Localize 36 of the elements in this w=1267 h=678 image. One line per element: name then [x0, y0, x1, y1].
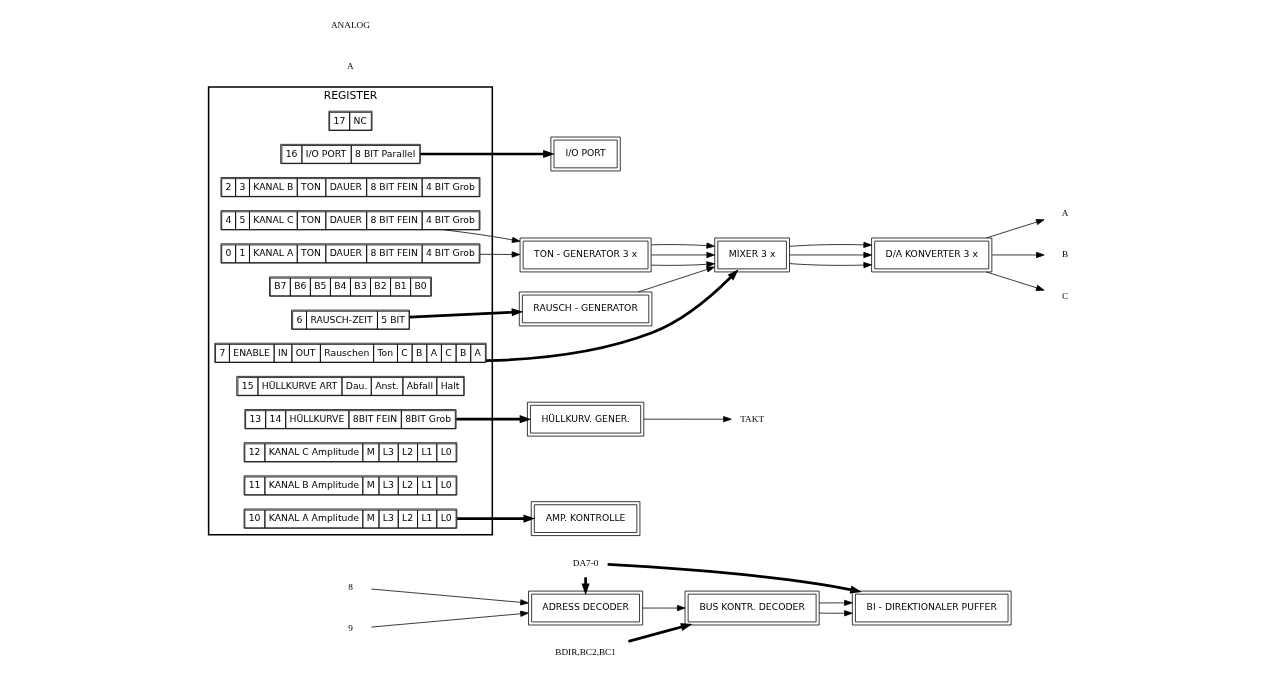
- node-text: B: [1062, 249, 1069, 260]
- node-text: TAKT: [740, 413, 765, 424]
- arrow: [991, 251, 1045, 259]
- arrow: [789, 251, 872, 259]
- arrow: [457, 514, 536, 523]
- arrow: [642, 604, 686, 612]
- node-text: A: [1061, 207, 1069, 218]
- arrow: [818, 599, 853, 606]
- arrow: [370, 610, 529, 628]
- arrow: [986, 271, 1045, 291]
- arrow: [607, 563, 862, 594]
- node-text: 9: [348, 623, 353, 634]
- label: ANALOG: [330, 19, 370, 30]
- arrow: [650, 251, 715, 259]
- arrow: [637, 266, 715, 293]
- arrow: [479, 251, 521, 258]
- node-text: DA7-0: [572, 557, 599, 568]
- node-text: 8: [348, 581, 353, 592]
- arrow: [581, 577, 590, 595]
- arrow: [444, 229, 521, 243]
- arrow: [370, 588, 529, 606]
- arrow: [650, 261, 715, 268]
- arrow: [986, 219, 1045, 239]
- label: A: [347, 61, 354, 72]
- arrow: [628, 623, 693, 643]
- arrow: [818, 610, 853, 617]
- arrow: [650, 242, 715, 249]
- arrow: [486, 269, 739, 363]
- arrow: [789, 262, 872, 269]
- arrow: [643, 416, 732, 423]
- arrow: [456, 415, 532, 424]
- arrow: [789, 241, 872, 248]
- node-text: C: [1062, 290, 1069, 301]
- arrow: [420, 149, 555, 159]
- arrow: [409, 308, 524, 319]
- node-text: BDIR,BC2,BC1: [555, 647, 616, 658]
